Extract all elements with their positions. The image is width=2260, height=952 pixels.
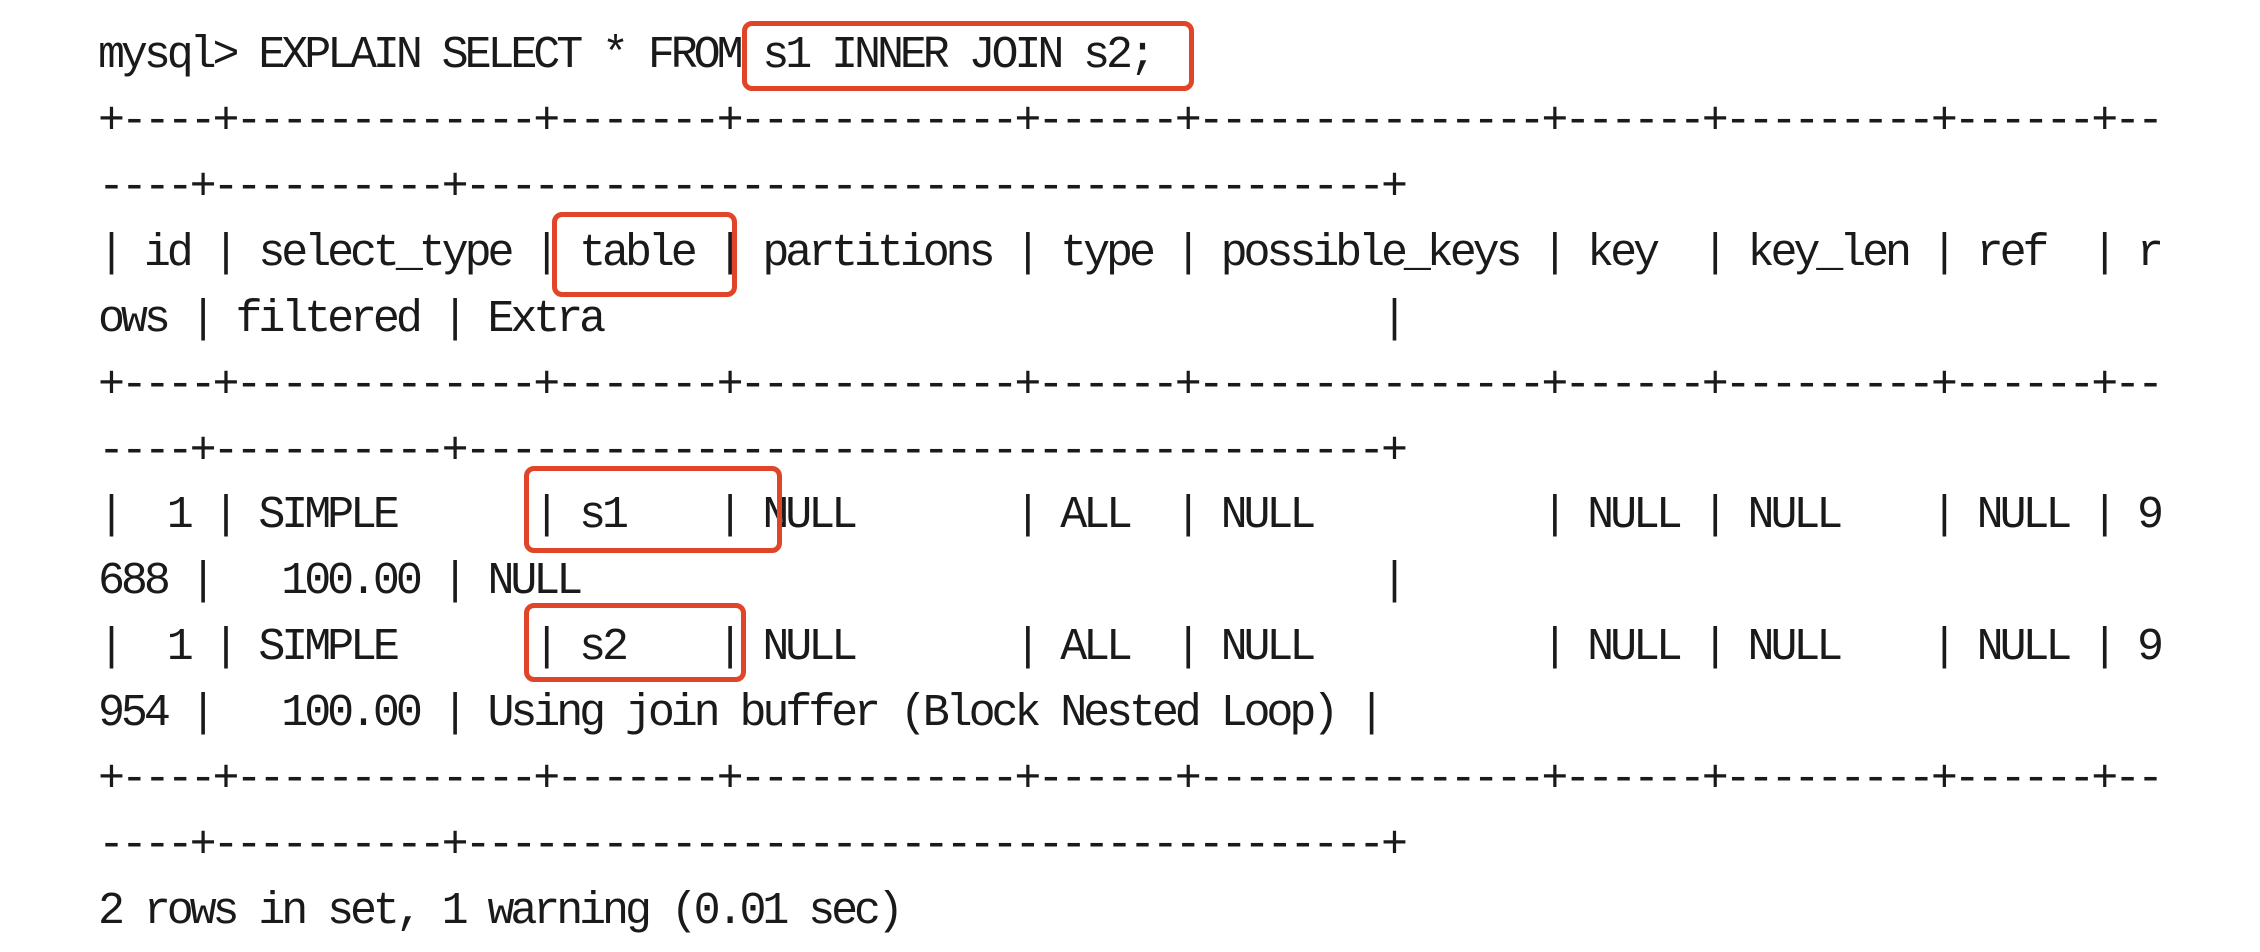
table-row-1-part1: | 1 | SIMPLE | s1 | NULL | ALL | NULL | …: [98, 490, 2164, 541]
table-border-bottom-part1: +----+-------------+-------+------------…: [98, 754, 2164, 805]
table-row-2-part1: | 1 | SIMPLE | s2 | NULL | ALL | NULL | …: [98, 622, 2164, 673]
row-2-table-s2-highlight: [524, 603, 746, 682]
table-row-2-part2: 954 | 100.00 | Using join buffer (Block …: [98, 688, 1385, 739]
table-column-highlight: [552, 212, 737, 297]
table-border-mid-part1: +----+-------------+-------+------------…: [98, 360, 2164, 411]
table-row-1-part2: 688 | 100.00 | NULL |: [98, 556, 1408, 607]
join-clause-highlight: [742, 21, 1194, 91]
row-1-table-s1-highlight: [524, 466, 782, 553]
table-border-top-part2: ----+----------+------------------------…: [98, 162, 1408, 213]
table-border-top-part1: +----+-------------+-------+------------…: [98, 96, 2164, 147]
table-header-part1: | id | select_type | table | partitions …: [98, 228, 2164, 279]
table-border-bottom-part2: ----+----------+------------------------…: [98, 820, 1408, 871]
table-header-part2: ows | filtered | Extra |: [98, 294, 1408, 345]
result-summary: 2 rows in set, 1 warning (0.01 sec): [98, 886, 904, 937]
mysql-command-line: mysql> EXPLAIN SELECT * FROM s1 INNER JO…: [98, 30, 1156, 81]
